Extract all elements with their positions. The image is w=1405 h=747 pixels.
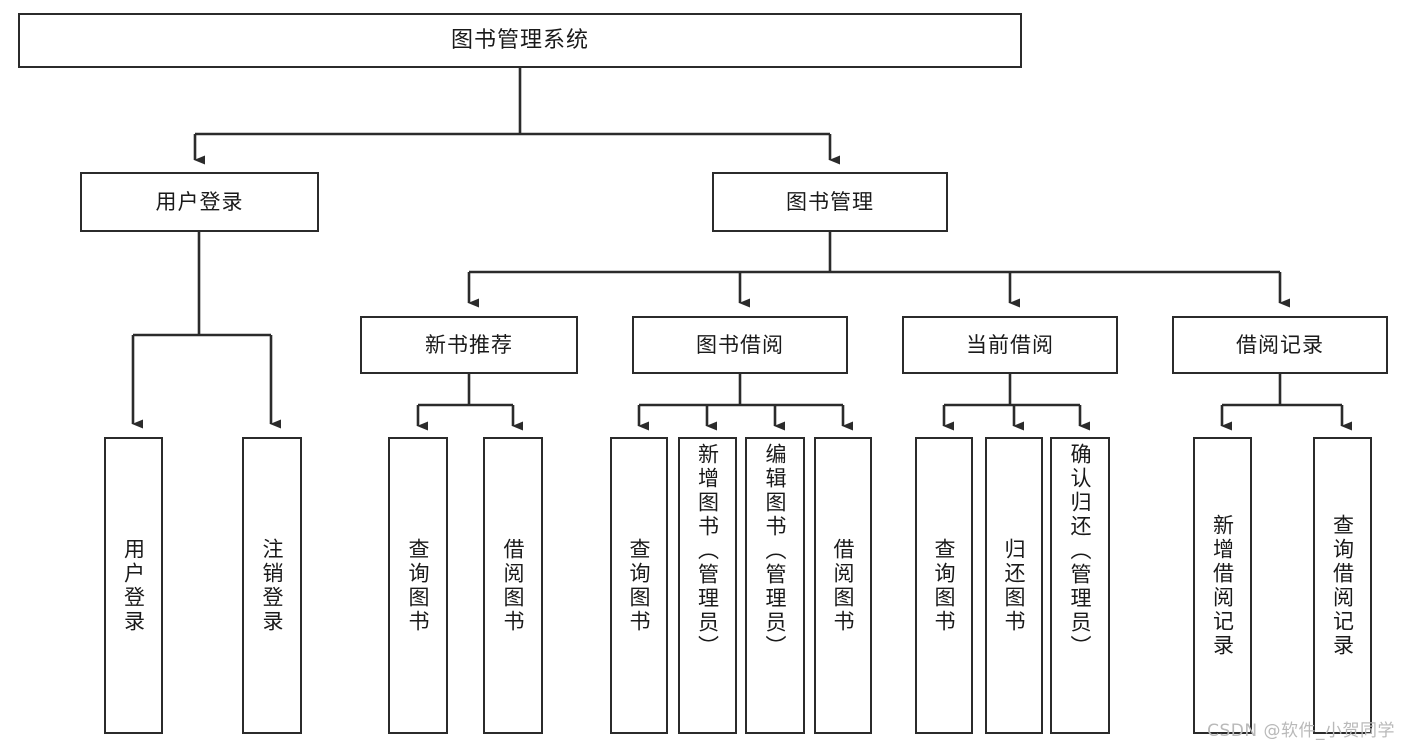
node-label: 查询借阅记录 <box>1330 513 1355 658</box>
node-label: 确认归还（管理员） <box>1068 443 1093 659</box>
node-leaf-logout[interactable]: 注销登录 <box>242 437 302 734</box>
node-leaf-add-borrow-record[interactable]: 新增借阅记录 <box>1193 437 1252 734</box>
node-book-management[interactable]: 图书管理 <box>712 172 948 232</box>
node-label: 编辑图书（管理员） <box>763 443 788 659</box>
node-leaf-query-book-current[interactable]: 查询图书 <box>915 437 973 734</box>
node-label: 图书管理系统 <box>450 27 589 53</box>
node-leaf-borrow-book-recommend[interactable]: 借阅图书 <box>483 437 543 734</box>
node-label: 查询图书 <box>406 537 431 634</box>
node-label: 新增借阅记录 <box>1210 513 1235 658</box>
node-borrow-records[interactable]: 借阅记录 <box>1172 316 1388 374</box>
node-label: 当前借阅 <box>966 332 1054 357</box>
node-label: 用户登录 <box>155 189 244 214</box>
node-leaf-add-book-admin[interactable]: 新增图书（管理员） <box>678 437 737 734</box>
node-leaf-query-book-recommend[interactable]: 查询图书 <box>388 437 448 734</box>
node-leaf-borrow-book[interactable]: 借阅图书 <box>814 437 872 734</box>
node-label: 新增图书（管理员） <box>695 443 720 659</box>
node-label: 图书管理 <box>786 189 874 214</box>
node-root[interactable]: 图书管理系统 <box>18 13 1022 68</box>
node-label: 归还图书 <box>1002 537 1027 634</box>
node-label: 查询图书 <box>627 537 652 634</box>
node-label: 查询图书 <box>932 537 957 634</box>
node-new-book-recommend[interactable]: 新书推荐 <box>360 316 578 374</box>
node-user-login[interactable]: 用户登录 <box>80 172 319 232</box>
node-current-borrow[interactable]: 当前借阅 <box>902 316 1118 374</box>
node-leaf-query-borrow-record[interactable]: 查询借阅记录 <box>1313 437 1372 734</box>
node-label: 新书推荐 <box>425 332 513 357</box>
node-label: 借阅记录 <box>1236 332 1324 357</box>
node-book-borrow[interactable]: 图书借阅 <box>632 316 848 374</box>
node-leaf-return-book[interactable]: 归还图书 <box>985 437 1043 734</box>
node-label: 图书借阅 <box>696 332 784 357</box>
node-leaf-edit-book-admin[interactable]: 编辑图书（管理员） <box>745 437 805 734</box>
node-label: 用户登录 <box>121 537 146 634</box>
node-label: 注销登录 <box>260 537 285 634</box>
node-label: 借阅图书 <box>831 537 856 634</box>
watermark: CSDN @软件_小贺同学 <box>1207 721 1395 741</box>
node-leaf-confirm-return-admin[interactable]: 确认归还（管理员） <box>1050 437 1110 734</box>
node-leaf-user-login[interactable]: 用户登录 <box>104 437 163 734</box>
node-label: 借阅图书 <box>501 537 526 634</box>
node-leaf-query-book-borrow[interactable]: 查询图书 <box>610 437 668 734</box>
